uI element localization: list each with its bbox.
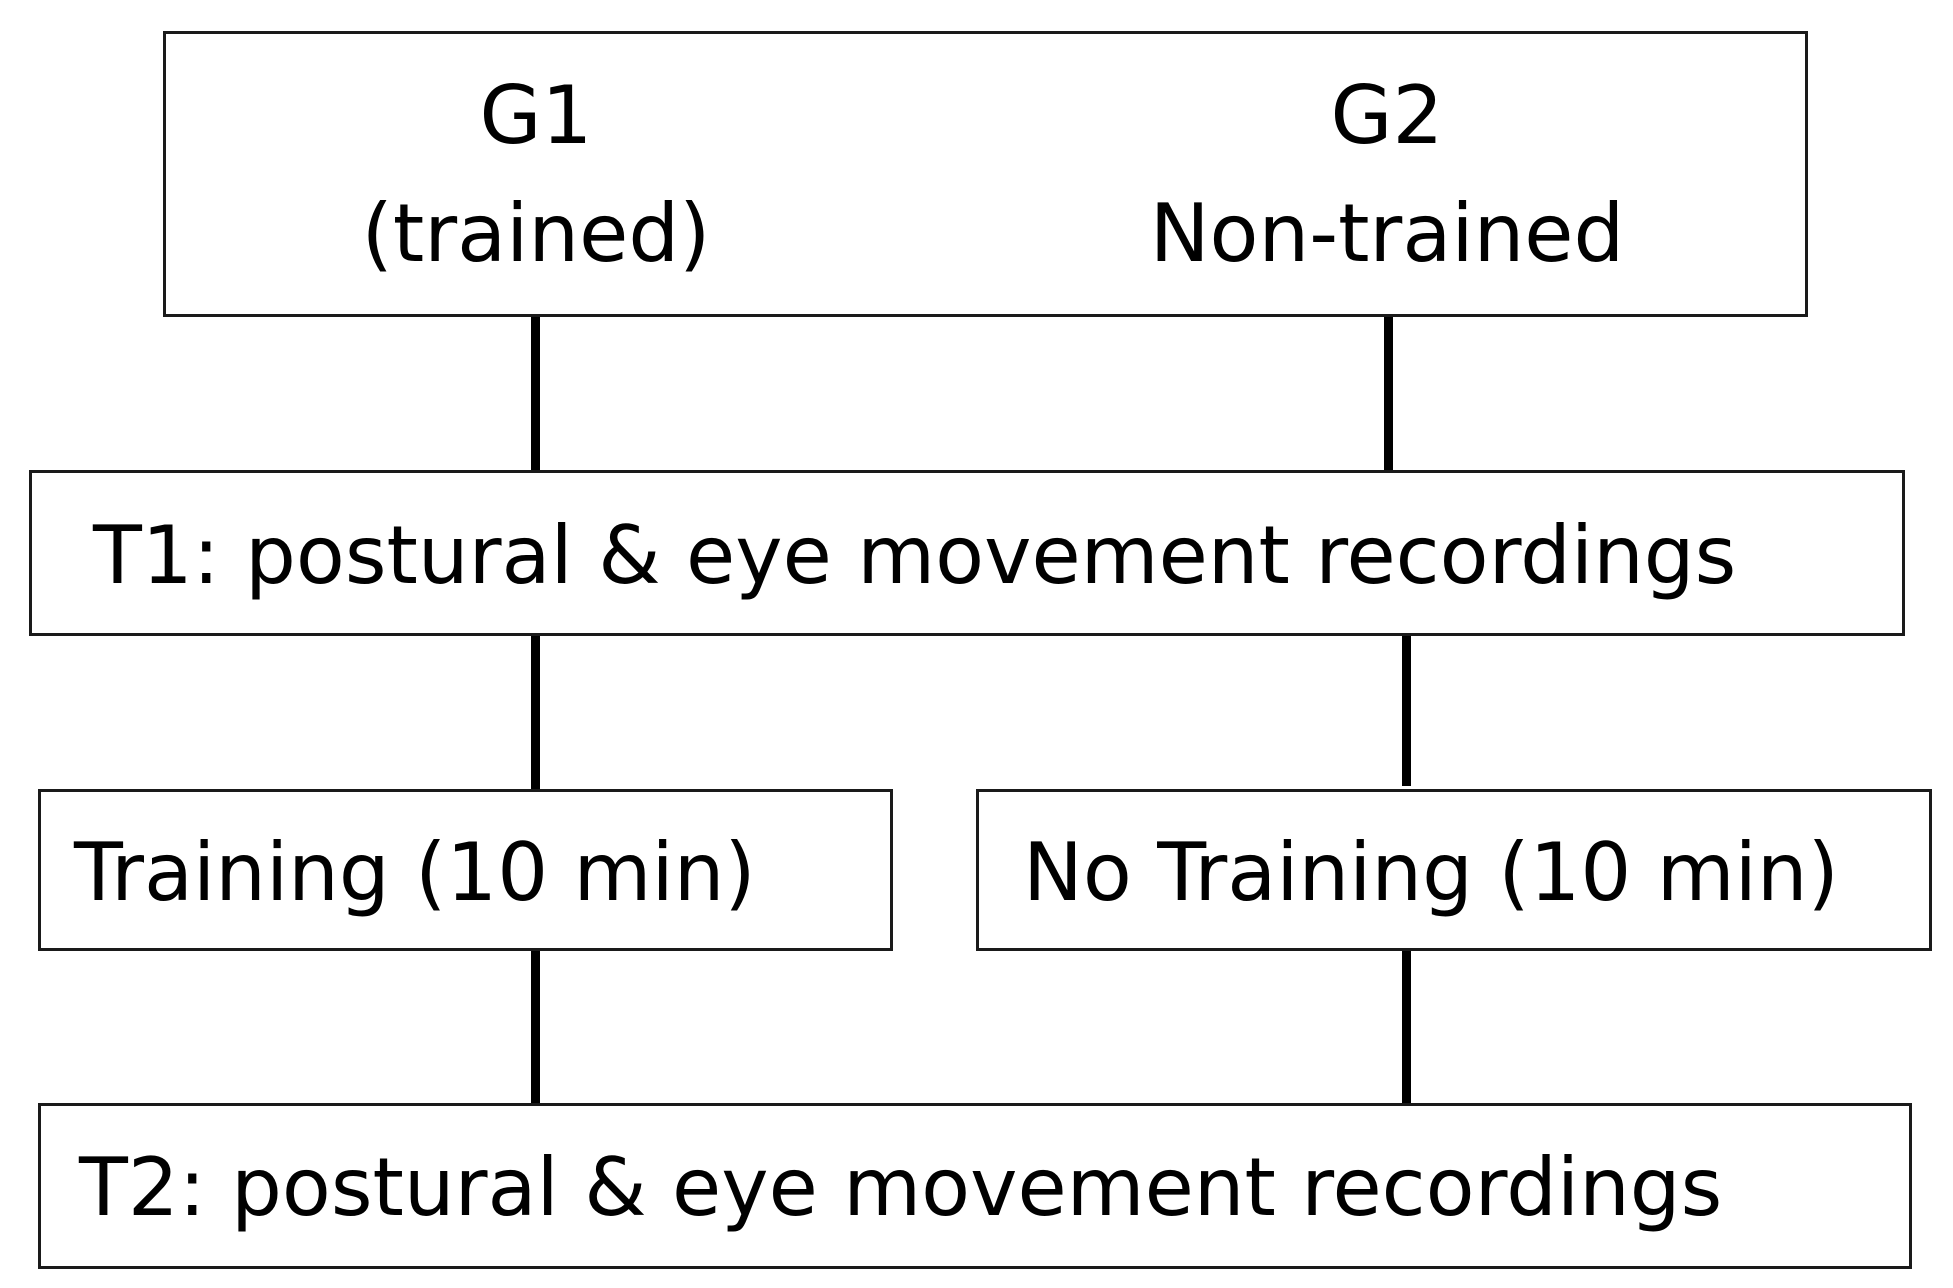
g1-title: G1 <box>479 69 593 162</box>
connector-training-to-t2 <box>531 949 540 1105</box>
training-label: Training (10 min) <box>74 826 756 919</box>
connector-t1-to-no-training <box>1402 634 1411 786</box>
connector-t1-to-training <box>531 634 540 791</box>
connector-g1-to-t1 <box>531 315 540 472</box>
connector-no-training-to-t2 <box>1402 949 1411 1105</box>
connector-g2-to-t1 <box>1384 315 1393 472</box>
no-training-box: No Training (10 min) <box>976 789 1932 951</box>
t1-label: T1: postural & eye movement recordings <box>93 509 1737 602</box>
g2-subtitle: Non-trained <box>1149 187 1625 280</box>
t2-label: T2: postural & eye movement recordings <box>79 1141 1723 1234</box>
t2-recordings-box: T2: postural & eye movement recordings <box>38 1103 1912 1269</box>
t1-recordings-box: T1: postural & eye movement recordings <box>29 470 1905 636</box>
no-training-label: No Training (10 min) <box>1023 826 1839 919</box>
g1-subtitle: (trained) <box>361 187 711 280</box>
groups-box: G1 (trained) G2 Non-trained <box>163 31 1808 317</box>
training-box: Training (10 min) <box>38 789 893 951</box>
g2-title: G2 <box>1330 69 1444 162</box>
